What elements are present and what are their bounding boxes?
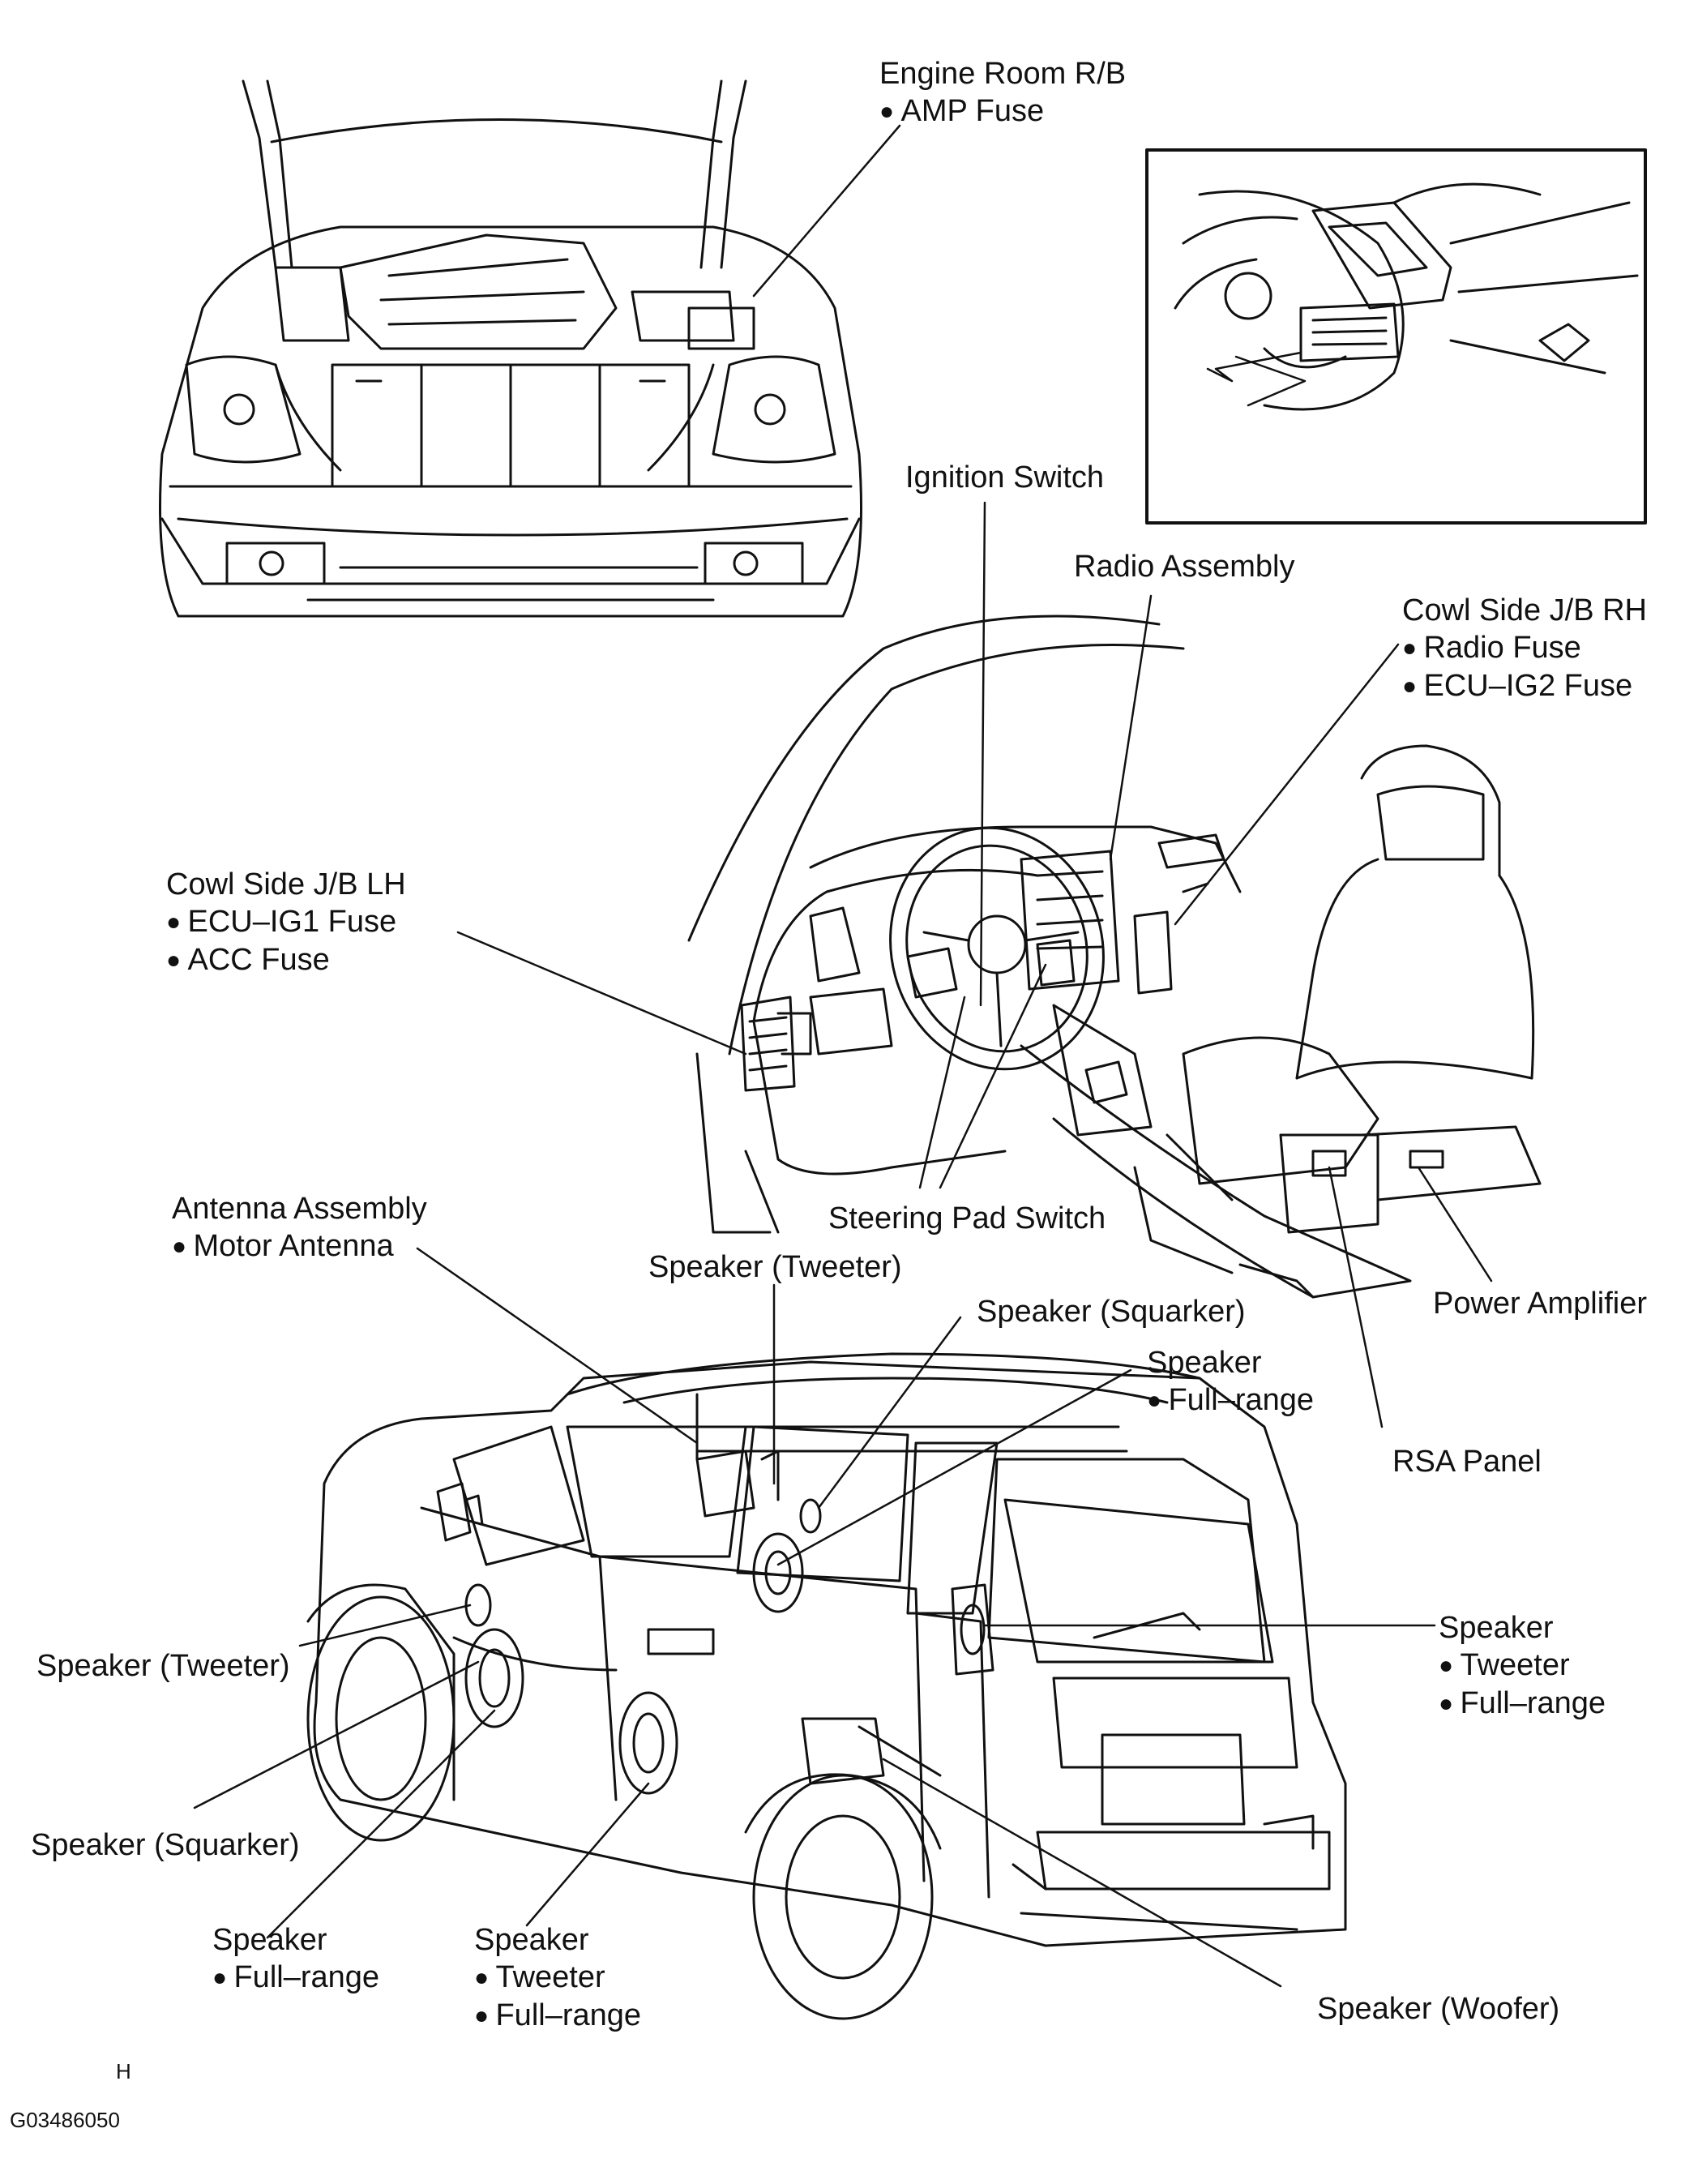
speaker-fullrange-top-title: Speaker xyxy=(1147,1346,1262,1380)
label-steering-pad-switch: Steering Pad Switch xyxy=(828,1200,1106,1237)
leader-speaker-squarker-left xyxy=(193,1660,480,1809)
speaker-tweeter-left-title: Speaker (Tweeter) xyxy=(36,1649,290,1683)
leader-power-amplifier xyxy=(1417,1166,1493,1283)
engine-room-rb-item: AMP Fuse xyxy=(879,92,1126,131)
leader-radio-assembly xyxy=(1109,594,1153,861)
leader-rsa-panel xyxy=(1328,1166,1384,1428)
cowl-side-jb-rh-title: Cowl Side J/B RH xyxy=(1402,593,1647,627)
leader-speaker-fullrange-top xyxy=(776,1368,1132,1566)
cowl-side-jb-rh-item-1: Radio Fuse xyxy=(1402,629,1647,667)
leader-ignition-switch xyxy=(979,501,986,1007)
footer-letter: H xyxy=(116,2059,131,2083)
label-speaker-squarker-top: Speaker (Squarker) xyxy=(977,1293,1246,1330)
leader-steering-pad xyxy=(918,963,1047,1189)
radio-assembly-title: Radio Assembly xyxy=(1074,550,1295,584)
antenna-assembly-item: Motor Antenna xyxy=(172,1227,427,1265)
speaker-rear-right-title: Speaker xyxy=(1439,1611,1554,1645)
footer-code: G03486050 xyxy=(10,2108,120,2132)
radio-inset-illustration xyxy=(1145,148,1647,525)
label-cowl-side-jb-lh: Cowl Side J/B LH ECU–IG1 Fuse ACC Fuse xyxy=(166,866,406,979)
leader-speaker-fullrange-front xyxy=(266,1709,496,1939)
cowl-side-jb-lh-title: Cowl Side J/B LH xyxy=(166,867,406,901)
interior-illustration xyxy=(687,615,1542,1299)
speaker-rear-right-item-1: Tweeter xyxy=(1439,1647,1606,1685)
leader-speaker-woofer xyxy=(882,1758,1282,1988)
label-speaker-squarker-left: Speaker (Squarker) xyxy=(31,1826,300,1864)
leader-speaker-squarker-top xyxy=(817,1316,962,1510)
label-speaker-woofer: Speaker (Woofer) xyxy=(1317,1990,1559,2028)
label-rsa-panel: RSA Panel xyxy=(1392,1443,1542,1480)
leader-radio-inset-arrow xyxy=(1234,355,1307,407)
cowl-side-jb-rh-item-2: ECU–IG2 Fuse xyxy=(1402,667,1647,705)
label-ignition-switch: Ignition Switch xyxy=(905,459,1104,496)
leader-engine-room-rb xyxy=(752,124,901,298)
rsa-panel-title: RSA Panel xyxy=(1392,1445,1542,1479)
speaker-tweeter-top-title: Speaker (Tweeter) xyxy=(648,1250,902,1284)
leader-speaker-tweeter-left xyxy=(298,1604,472,1647)
leader-radio-inset xyxy=(1206,351,1302,383)
speaker-rear-right-item-2: Full–range xyxy=(1439,1685,1606,1723)
speaker-rear-door-title: Speaker xyxy=(474,1923,589,1957)
cowl-side-jb-lh-item-1: ECU–IG1 Fuse xyxy=(166,903,406,941)
label-speaker-tweeter-left: Speaker (Tweeter) xyxy=(36,1647,290,1685)
label-speaker-rear-right: Speaker Tweeter Full–range xyxy=(1439,1609,1606,1723)
label-cowl-side-jb-rh: Cowl Side J/B RH Radio Fuse ECU–IG2 Fuse xyxy=(1402,592,1647,705)
antenna-assembly-title: Antenna Assembly xyxy=(172,1192,427,1226)
label-speaker-fullrange-front: Speaker Full–range xyxy=(212,1921,379,1997)
side-vehicle-illustration xyxy=(306,1352,1347,2020)
label-engine-room-rb: Engine Room R/B AMP Fuse xyxy=(879,55,1126,131)
leader-speaker-rear-door xyxy=(525,1782,650,1927)
ignition-switch-title: Ignition Switch xyxy=(905,460,1105,495)
speaker-fullrange-front-item: Full–range xyxy=(212,1959,379,1997)
power-amplifier-title: Power Amplifier xyxy=(1433,1287,1647,1321)
speaker-fullrange-top-item: Full–range xyxy=(1147,1381,1314,1420)
leader-lines xyxy=(193,124,1493,1988)
leader-cowl-lh xyxy=(456,931,747,1056)
speaker-rear-door-item-1: Tweeter xyxy=(474,1959,641,1997)
speaker-woofer-title: Speaker (Woofer) xyxy=(1317,1992,1560,2026)
leader-cowl-rh xyxy=(1174,643,1400,926)
label-antenna-assembly: Antenna Assembly Motor Antenna xyxy=(172,1190,427,1265)
label-speaker-rear-door: Speaker Tweeter Full–range xyxy=(474,1921,641,2035)
engine-room-rb-title: Engine Room R/B xyxy=(879,57,1127,91)
speaker-squarker-top-title: Speaker (Squarker) xyxy=(977,1295,1246,1329)
speaker-squarker-left-title: Speaker (Squarker) xyxy=(31,1828,300,1862)
label-speaker-fullrange-top: Speaker Full–range xyxy=(1147,1344,1314,1420)
label-power-amplifier: Power Amplifier xyxy=(1433,1285,1647,1322)
speaker-fullrange-front-title: Speaker xyxy=(212,1923,327,1957)
leader-antenna xyxy=(416,1247,699,1445)
label-radio-assembly: Radio Assembly xyxy=(1074,548,1294,585)
cowl-side-jb-lh-item-2: ACC Fuse xyxy=(166,941,406,979)
label-speaker-tweeter-top: Speaker (Tweeter) xyxy=(648,1248,902,1286)
speaker-rear-door-item-2: Full–range xyxy=(474,1997,641,2035)
steering-pad-switch-title: Steering Pad Switch xyxy=(828,1201,1106,1235)
front-vehicle-illustration xyxy=(159,79,862,618)
